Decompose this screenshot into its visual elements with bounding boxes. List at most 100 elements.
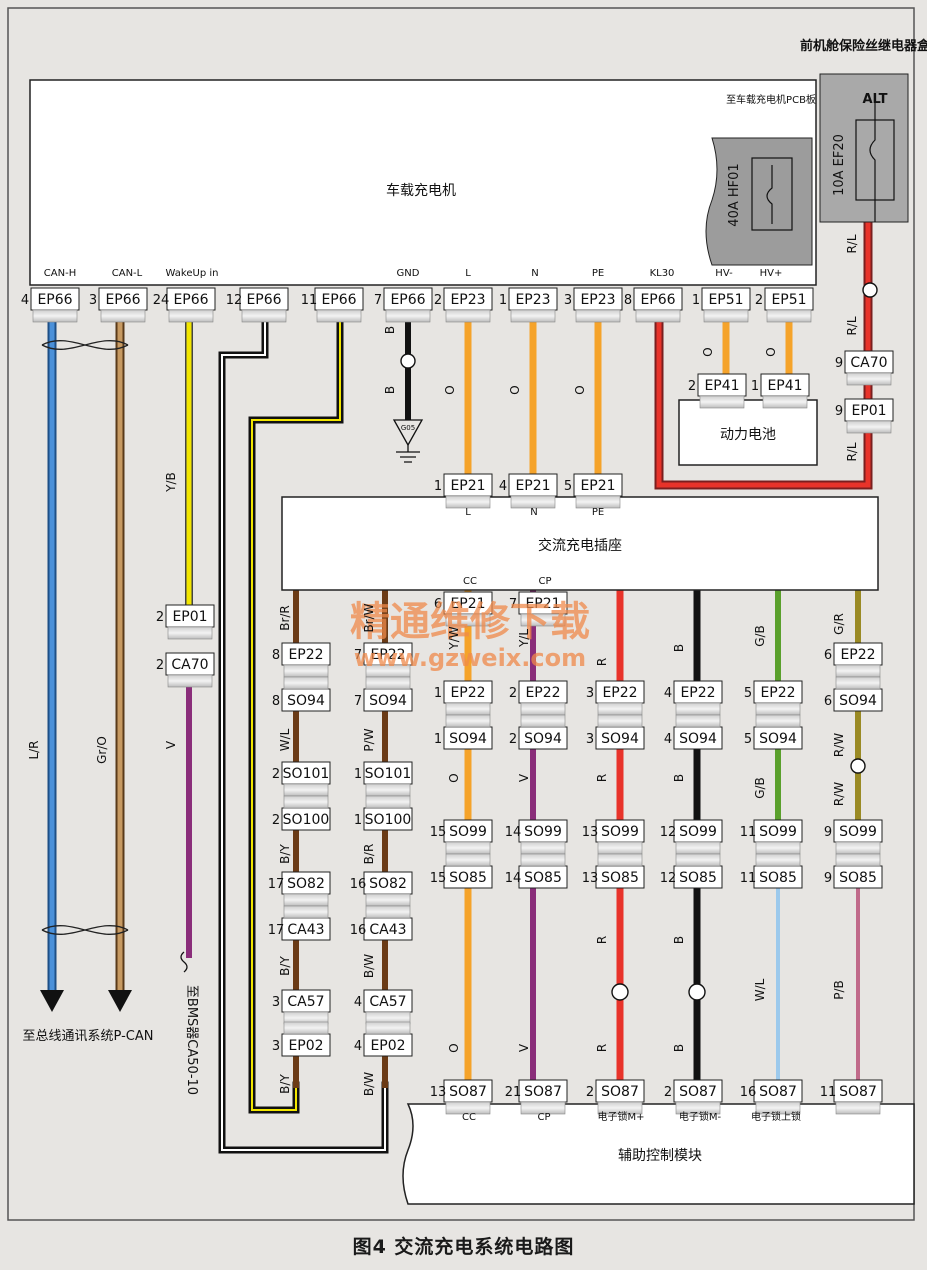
connector-shell — [445, 309, 491, 323]
wire-label-w31: R/W — [832, 782, 846, 806]
arrow-can-l — [108, 990, 132, 1012]
connector-label: SO85 — [601, 870, 639, 886]
connector-shell — [167, 674, 213, 688]
ground-symbol — [392, 419, 424, 463]
connector-label: SO94 — [287, 693, 325, 709]
connector-pin: 2 — [509, 732, 517, 747]
connector-pin: 2 — [272, 767, 280, 782]
connector-label: EP22 — [760, 685, 795, 701]
connector-label: SO87 — [449, 1084, 487, 1100]
wire-label-w10: O — [701, 347, 715, 356]
connector-label: EP66 — [246, 292, 281, 308]
connector-shell — [241, 309, 287, 323]
connector-label: SO99 — [524, 824, 562, 840]
wire-label-w19: R — [595, 658, 609, 666]
connector-label: EP21 — [515, 478, 550, 494]
connector-label: EP21 — [450, 478, 485, 494]
wire-label-w33: B/R — [362, 844, 376, 865]
connector-label: EP41 — [767, 378, 802, 394]
wire-label-w35: B/W — [362, 954, 376, 978]
connector-shell — [510, 309, 556, 323]
connector-pin: 11 — [740, 871, 757, 886]
ac-socket-title: 交流充电插座 — [538, 537, 622, 554]
connector-label: SO94 — [601, 731, 639, 747]
connector-shell — [520, 853, 566, 867]
connector-shell — [32, 309, 78, 323]
connector-pin: 1 — [434, 686, 442, 701]
connector-pin: 16 — [350, 923, 367, 938]
connector-shell — [675, 1101, 721, 1115]
connector-label: SO87 — [759, 1084, 797, 1100]
wire-label-w28: B — [672, 774, 686, 782]
connector-pin: 1 — [434, 479, 442, 494]
connector-pin: 15 — [430, 825, 447, 840]
connector-label: EP66 — [390, 292, 425, 308]
connector-shell — [168, 309, 214, 323]
connector-label: SO100 — [365, 812, 412, 828]
connector-label: EP22 — [450, 685, 485, 701]
connector-label: SO94 — [369, 693, 407, 709]
ef20-label: 10A EF20 — [832, 134, 847, 196]
connector-pin: 12 — [660, 825, 677, 840]
wire-label-w40: R — [595, 1044, 609, 1052]
connector-label: CA70 — [171, 657, 208, 673]
connector-shell — [755, 1101, 801, 1115]
connector-pin: 14 — [505, 825, 522, 840]
connector-label: CA70 — [850, 355, 887, 371]
pin-n: N — [531, 268, 538, 279]
wire-label-w34: B/Y — [278, 956, 292, 976]
connector-shell — [283, 1021, 329, 1035]
connector-shell — [445, 853, 491, 867]
battery-box — [678, 399, 818, 466]
wire-label-w18: Y/L — [517, 629, 531, 648]
connector-pin: 1 — [692, 293, 700, 308]
pin-cp: CP — [538, 576, 551, 587]
pin-lock-m-minus: 电子锁M- — [679, 1110, 722, 1123]
socket-pin-n: N — [530, 507, 537, 518]
connector-pin: 16 — [740, 1085, 757, 1100]
connector-shell — [846, 420, 892, 434]
connector-label: SO85 — [759, 870, 797, 886]
connector-pin: 11 — [301, 293, 318, 308]
wire-label-w21: G/B — [753, 625, 767, 647]
connector-pin: 21 — [505, 1085, 522, 1100]
wire-label-w11: O — [764, 347, 778, 356]
connector-label: EP66 — [321, 292, 356, 308]
wire-label-w17: Y/W — [447, 626, 461, 650]
to-bus-label: 至总线通讯系统P-CAN — [23, 1029, 154, 1044]
connector-shell — [365, 795, 411, 809]
connector-label: SO99 — [839, 824, 877, 840]
connector-pin: 13 — [582, 871, 599, 886]
connector-pin: 1 — [354, 813, 362, 828]
pin-wakeup: WakeUp in — [166, 268, 219, 279]
wire-label-w4: V — [164, 740, 178, 749]
connector-pin: 7 — [354, 694, 362, 709]
connector-shell — [755, 702, 801, 716]
connector-pin: 3 — [586, 686, 594, 701]
connector-shell — [755, 853, 801, 867]
battery-title: 动力电池 — [720, 427, 776, 443]
connector-shell — [835, 664, 881, 678]
connector-pin: 7 — [354, 648, 362, 663]
connector-pin: 2 — [688, 379, 696, 394]
connector-pin: 2 — [664, 1085, 672, 1100]
wire-label-w12: R/L — [845, 234, 859, 253]
to-bms-label: 至BMS器CA50-10 — [184, 985, 199, 1095]
